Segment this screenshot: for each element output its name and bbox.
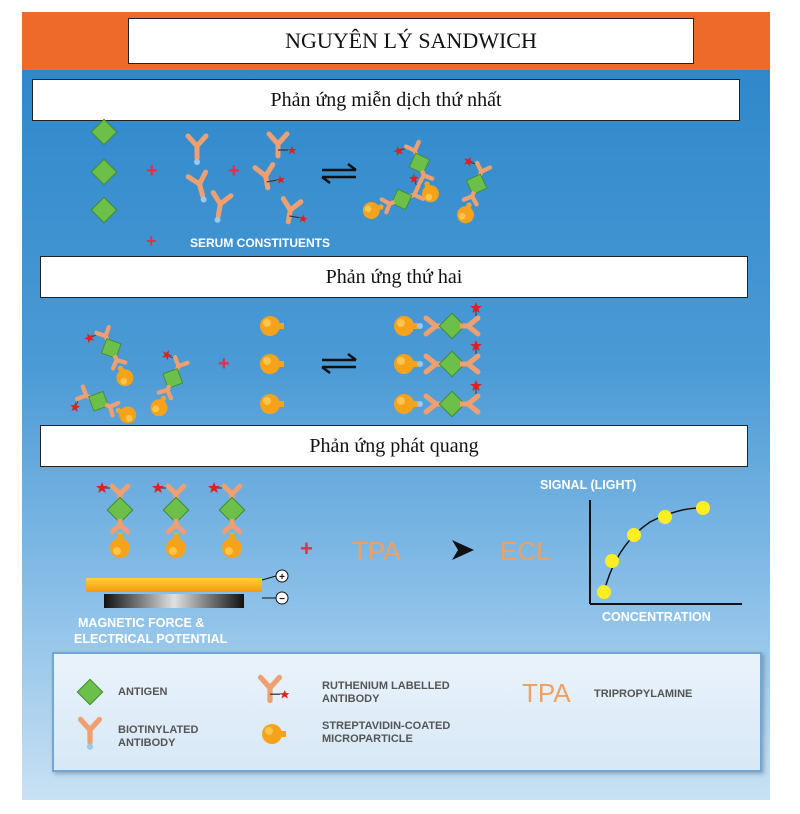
microparticle-icon [260,354,284,374]
legend-ruthenium-line2: ANTIBODY [322,693,380,705]
immune-complex [83,322,139,394]
ruthenium-antibody-icon [269,134,297,156]
serum-constituents-label: SERUM CONSTITUENTS [190,236,330,250]
positive-terminal-label: + [279,572,285,583]
reaction-arrow-icon [452,540,474,560]
legend-icons [76,654,764,774]
antigen-diamond-icon [90,118,118,146]
bound-complex [394,380,482,417]
ruthenium-antibody-icon [255,163,286,189]
biotinylated-antibody-icon [188,136,206,165]
equilibrium-arrow-icon [321,353,357,374]
plus-sign: + [218,353,230,375]
negative-terminal [275,591,289,605]
legend-streptavidin-line1: STREPTAVIDIN-COATED [322,720,451,732]
antigen-diamond-icon [90,196,118,224]
plus-sign: + [146,231,157,251]
legend-antigen: ANTIGEN [118,686,168,698]
legend-panel: ANTIGEN BIOTINYLATED ANTIBODY RUTHENIUM … [52,652,762,772]
magnet [104,594,244,608]
legend-biotinylated-line2: ANTIBODY [118,737,176,749]
immune-complex [137,348,193,420]
plus-sign: + [146,160,158,182]
immune-complex [356,172,427,223]
biotinylated-antibody-icon [208,193,231,225]
curve-point [597,585,611,599]
bound-complex [152,482,189,558]
tpa-label: TPA [352,536,401,566]
immune-complex [68,381,140,437]
magnetic-label-line2: ELECTRICAL POTENTIAL [74,632,228,646]
legend-tpa-name: TRIPROPYLAMINE [594,688,693,700]
legend-ruthenium-line1: RUTHENIUM LABELLED [322,680,450,692]
legend-biotinylated-line1: BIOTINYLATED [118,724,199,736]
signal-curve [603,507,705,593]
section-title-luminescence: Phản ứng phát quang [40,425,748,467]
curve-point [658,510,672,524]
positive-terminal [275,569,289,583]
ecl-label: ECL [500,536,551,566]
microparticle-icon [262,724,286,744]
curve-point [605,554,619,568]
ruthenium-antibody-icon [279,199,310,225]
legend-streptavidin-line2: MICROPARTICLE [322,733,413,745]
electrode [86,578,262,592]
microparticle-icon [260,316,284,336]
negative-terminal-label: − [279,594,285,605]
section-title-second-reaction: Phản ứng thứ hai [40,256,748,298]
concentration-axis-label: CONCENTRATION [602,610,711,624]
ruthenium-antibody-icon [261,677,290,700]
biotinylated-antibody-icon [188,172,213,205]
curve-point [696,501,710,515]
immune-complex [443,155,494,226]
microparticle-icon [260,394,284,414]
plus-sign: + [300,536,313,561]
curve-point [627,528,641,542]
diagram-title: NGUYÊN LÝ SANDWICH [128,18,694,64]
signal-axis-label: SIGNAL (LIGHT) [540,478,636,492]
plus-sign: + [228,160,240,182]
bound-complex [208,482,245,558]
section-title-first-reaction: Phản ứng miễn dịch thứ nhất [32,79,740,121]
equilibrium-arrow-icon [321,163,357,184]
bound-complex [96,482,133,558]
biotinylated-antibody-icon [81,719,100,749]
antigen-diamond-icon [76,678,104,706]
antigen-diamond-icon [90,158,118,186]
bound-complex [394,340,482,377]
legend-tpa-symbol: TPA [522,678,571,708]
magnetic-label-line1: MAGNETIC FORCE & [78,616,204,630]
bound-complex [394,302,482,339]
